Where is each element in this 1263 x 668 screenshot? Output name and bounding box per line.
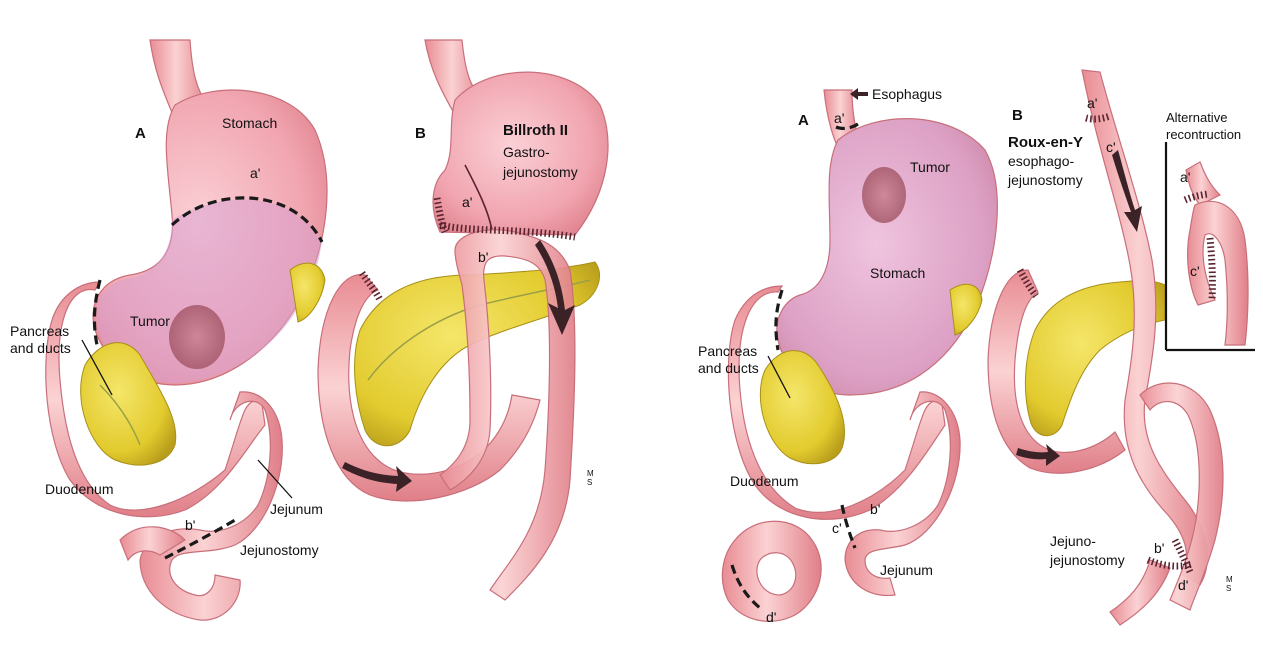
jejunum-lower [119,526,186,562]
duodenum-label-r: Duodenum [730,473,799,489]
jejunum-leader [257,459,293,499]
pancreas-leader [81,339,113,396]
pancreas-label-1: Pancreas [10,323,69,339]
cut-label-d-rb: d' [1178,577,1188,593]
right-panel-a: A Esophagus a' Tumor Stomach Pancreas an… [698,86,998,625]
outflow-limb [1109,559,1171,626]
cut-line-duodenum-r [774,289,784,351]
tumor-label-r: Tumor [910,159,950,175]
pancreas-label-2: and ducts [10,340,71,356]
duodenum-label: Duodenum [45,481,114,497]
pancreatic-duct [99,384,141,446]
resected-region [96,199,323,383]
stomach-label-r: Stomach [870,265,925,281]
flow-arrow-right-rb [1016,444,1060,466]
inset-pouch [1187,200,1249,346]
stomach-label: Stomach [222,115,277,131]
flow-arrow-down-rb [1112,150,1142,232]
stump-stitches [359,271,384,302]
pancreas-shape [80,342,177,466]
esophageal-stitches [1085,112,1112,123]
cut-line-duodenum [92,279,102,346]
remnant-stomach [432,71,609,236]
inset-stitches-c [1206,237,1216,301]
inset-stitches-a [1183,190,1209,204]
stomach-shape-r [776,118,998,396]
cut-line-bc-r [840,504,857,549]
cut-label-b-r: b' [870,501,880,517]
inset-title-2: recontruction [1166,127,1241,142]
anastomosis-label-1: Jejuno- [1050,533,1096,549]
esophagus-arrow [850,88,868,100]
left-stitch-b [433,197,449,234]
cut-line-d-r [730,564,762,610]
artist-mark-r: M [1226,575,1233,584]
flow-arrow-right [342,462,412,492]
cut-label-b: b' [185,517,195,533]
cut-label-b-rb: b' [1154,540,1164,556]
procedure-title-rb: Roux-en-Y [1008,134,1083,151]
inset-esophagus [1185,161,1222,206]
cut-label-a-b: a' [462,194,472,210]
procedure-subtitle-rb-1: esophago- [1008,153,1075,169]
duodenum-stump [317,274,541,502]
cut-label-b-b: b' [478,249,488,265]
procedure-subtitle-rb-2: jejunostomy [1007,172,1083,188]
esophagus-label: Esophagus [872,86,942,102]
cut-label-c-r: c' [832,520,842,536]
jejunum-label: Jejunum [270,501,323,517]
procedure-subtitle-1: Gastro- [503,144,550,160]
tumor-label: Tumor [130,313,170,329]
panel-letter: A [135,125,146,142]
jejunal-loop [439,229,576,601]
flow-arrow-down [535,240,575,335]
left-panel-a: A Stomach a' Tumor Pancreas and ducts Du… [10,39,328,621]
cut-line-b [164,518,236,560]
duodenum-stump-rb [987,269,1126,474]
inset-cut-a: a' [1180,169,1190,185]
pancreas-tail [289,262,326,323]
pancreas-tail-r [949,283,983,336]
right-panel-b: B Roux-en-Y esophago- jejunostomy a' c' … [987,69,1233,626]
artist-mark-2: S [587,478,592,487]
biliary-limb [1139,382,1224,611]
tumor-shape [169,305,225,369]
jejunum-coils [721,520,822,622]
pancreas-shape-rb [1024,280,1166,437]
inset-cut-c: c' [1190,263,1200,279]
jejunum-shape-r [844,391,961,597]
jejunum-label-r: Jejunum [880,562,933,578]
pancreas-label-r-2: and ducts [698,360,759,376]
procedure-title: Billroth II [503,122,568,139]
artist-mark: M [587,469,594,478]
panel-letter-b: B [415,125,426,142]
stomach-crease [464,164,493,231]
left-panel-b: B Billroth II Gastro- jejunostomy a' b' … [317,39,609,601]
pancreas-shape-r [759,350,845,465]
cut-line-a-r [835,122,859,131]
artist-mark-r-2: S [1226,584,1231,593]
procedure-subtitle-2: jejunostomy [502,164,578,180]
jejunostomy-label: Jejunostomy [240,542,319,558]
panel-letter-rb: B [1012,107,1023,124]
cut-label-d-r: d' [766,609,776,625]
cut-label-a-rb: a' [1087,95,1097,111]
jejunal-cut-stitches [1171,538,1194,574]
anastomosis-label-2: jejunostomy [1049,552,1125,568]
cut-line-a [170,196,324,243]
pancreas-label-r-1: Pancreas [698,343,757,359]
alternative-inset: Alternative recontruction a' c' [1164,110,1255,352]
inset-title-1: Alternative [1166,110,1227,125]
cut-label-a: a' [250,165,260,181]
jejunum-shape [139,391,283,621]
pancreas-leader-r [767,355,791,399]
cut-label-a-r: a' [834,110,844,126]
panel-letter-r: A [798,112,809,129]
tumor-shape-r [862,167,906,223]
cut-label-c-rb: c' [1106,139,1116,155]
